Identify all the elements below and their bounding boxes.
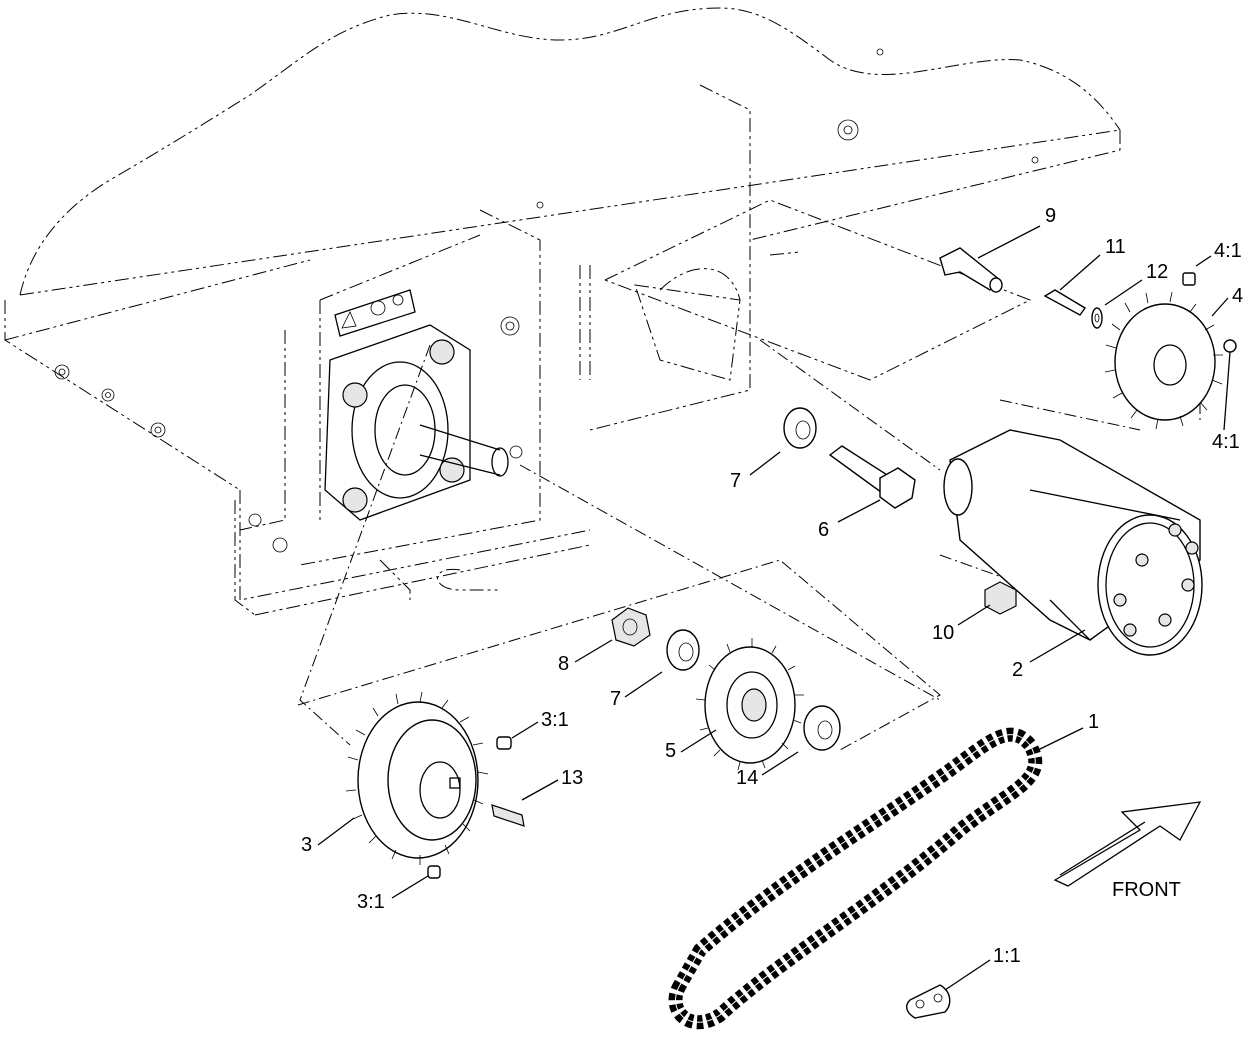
callout-8: 8 [558,653,569,675]
bearing-flange [324,324,523,521]
part-1-roller-chain [668,727,1043,1030]
part-13-key [491,804,525,827]
callout-4-1-top: 4:1 [1214,240,1242,262]
part-12-washer [1091,307,1103,329]
part-2-hydraulic-motor [943,429,1203,656]
part-9-pin [939,247,1003,293]
callout-9: 9 [1045,205,1056,227]
callout-3-1-bottom: 3:1 [357,891,385,913]
callout-4-1-bottom: 4:1 [1212,431,1240,453]
part-7-washer-lower [666,629,700,671]
callout-1-1: 1:1 [993,945,1021,967]
warning-decal [334,289,416,337]
callout-1: 1 [1088,711,1099,733]
callout-13: 13 [561,767,583,789]
part-8-nut [611,607,651,647]
callout-3: 3 [301,834,312,856]
front-arrow-icon [1053,801,1202,887]
callout-4: 4 [1232,285,1243,307]
front-label: FRONT [1112,879,1181,901]
part-6-bolt [828,445,916,509]
assembly-centerlines [297,339,1201,751]
motor-mount-plate [603,199,1032,381]
part-3-drive-sprocket [345,691,512,879]
frame-housing-phantom [4,7,1121,616]
callout-12: 12 [1146,261,1168,283]
frame-bolts [54,48,1039,553]
part-11-bolt [1043,289,1087,316]
callout-labels: 9 11 12 4:1 4 4:1 7 6 10 2 8 7 5 14 1 3:… [301,205,1243,967]
callout-2: 2 [1012,659,1023,681]
callout-14: 14 [736,767,758,789]
part-10-nut [984,581,1017,615]
callout-6: 6 [818,519,829,541]
callout-7-lower: 7 [610,688,621,710]
part-1-1-connecting-link [906,984,951,1019]
part-14-spacer [803,705,841,751]
callout-7-upper: 7 [730,470,741,492]
part-4-sprocket [1104,272,1237,430]
part-7-washer-upper [783,407,817,449]
callout-3-1-top: 3:1 [541,709,569,731]
callout-11: 11 [1105,236,1126,258]
leader-lines [317,225,1231,991]
callout-5: 5 [665,740,676,762]
callout-10: 10 [932,622,954,644]
part-5-idler-sprocket [695,638,804,771]
